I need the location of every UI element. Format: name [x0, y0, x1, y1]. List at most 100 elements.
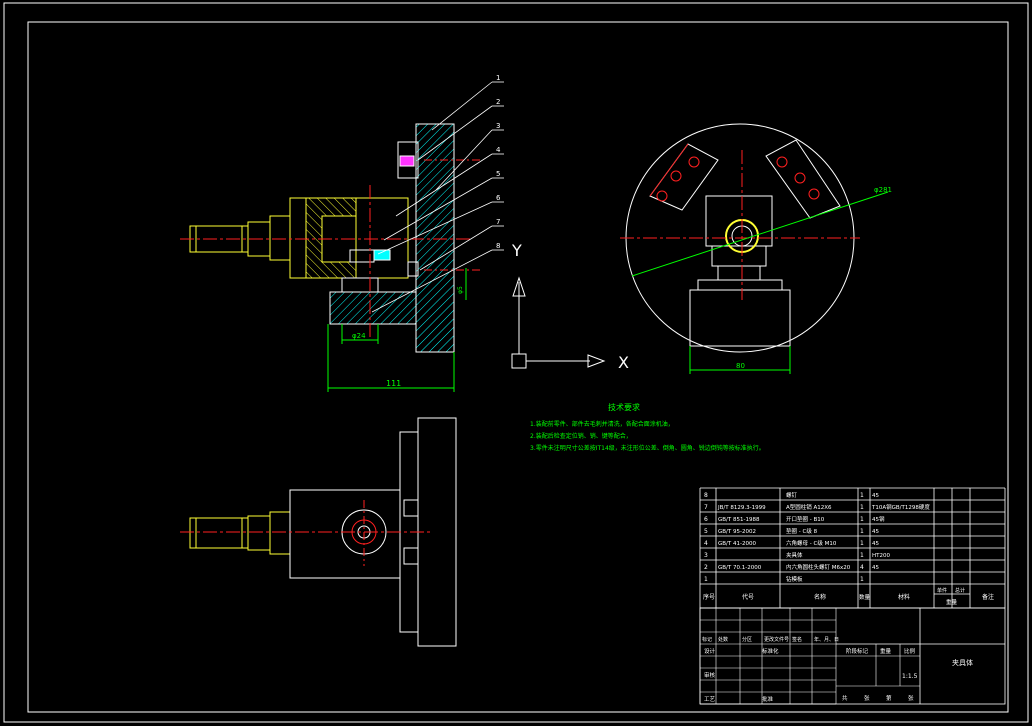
drawing-frame	[3, 2, 1029, 723]
part-balloon-8: 8	[496, 242, 500, 250]
bom-cell-name: 螺钉	[786, 491, 798, 499]
bom-cell-code: GB/T 41-2000	[718, 541, 756, 547]
title-block: 标记处数分区更改文件号签名年、月、日设计标准化审核工艺批准阶段标记重量比例1:1…	[699, 607, 1006, 705]
bom-cell-name: 内六角圆柱头螺钉 M6x20	[786, 563, 851, 571]
bom-cell-qty: 1	[860, 528, 864, 535]
front-section-view: 111 φ24 φ5 1 2 3 4 5 6 7 8	[180, 74, 504, 392]
title-sheets-1: 张	[864, 694, 870, 702]
leader-line	[435, 129, 493, 191]
part-balloon-3: 3	[496, 122, 500, 130]
leader-line	[377, 201, 493, 255]
part-balloon-7: 7	[496, 218, 500, 226]
dim-base-width: 80	[736, 362, 745, 370]
clamp-plate-section	[329, 123, 455, 353]
title-label-3: 更改文件号	[764, 636, 789, 643]
bom-cell-no: 4	[704, 540, 708, 547]
dim-flange-offset: φ5	[457, 286, 464, 294]
bom-cell-no: 5	[704, 528, 708, 535]
title-sheets-3: 张	[908, 694, 914, 702]
bom-cell-qty: 1	[860, 540, 864, 547]
axis-label-y: Y	[511, 241, 522, 260]
title-review: 审核	[704, 671, 716, 679]
title-sheets-2: 第	[886, 694, 892, 702]
bom-cell-no: 7	[704, 504, 708, 511]
bracket-section	[305, 197, 357, 279]
bom-cell-no: 1	[704, 576, 708, 583]
axis-label-x: X	[618, 353, 629, 372]
part-balloon-4: 4	[496, 146, 501, 154]
leader-line	[417, 105, 493, 161]
bom-header-total: 总计	[955, 587, 965, 594]
threaded-shaft	[189, 197, 409, 279]
bom-cell-code: GB/T 95-2002	[718, 529, 756, 535]
bom-cell-name: 开口垫圈 - B10	[786, 515, 825, 523]
dim-overall-width: 111	[386, 379, 401, 388]
tech-req-title: 技术要求	[608, 402, 640, 412]
ucs-axis-icon	[511, 276, 606, 369]
bom-cell-no: 8	[704, 492, 708, 499]
bom-cell-mat: 45	[872, 541, 879, 547]
part-balloon-2: 2	[496, 98, 500, 106]
bom-cell-name: 垫圈 - C级 8	[786, 527, 818, 535]
part-balloon-6: 6	[496, 194, 501, 202]
bom-cell-no: 3	[704, 552, 708, 559]
title-label-4: 签名	[792, 636, 802, 643]
part-balloons: 1 2 3 4 5 6 7 8	[371, 74, 504, 313]
bom-cell-qty: 4	[860, 564, 864, 571]
title-label-1: 处数	[718, 636, 728, 643]
leader-line	[395, 153, 493, 217]
bom-cell-name: 六角螺母 - C级 M10	[786, 539, 837, 547]
leader-line	[371, 249, 493, 313]
bom-header-no: 序号	[703, 593, 715, 601]
bom-header-qty: 数量	[859, 593, 871, 601]
plan-view	[180, 417, 457, 647]
tech-req-line-1: 1.装配前零件、部件去毛刺并清洗，各配合面涂机油，	[530, 420, 674, 428]
bom-cell-mat: HT200	[872, 553, 890, 559]
title-stage: 阶段标记	[846, 647, 869, 655]
leader-line	[419, 225, 493, 271]
leader-line	[383, 177, 493, 241]
bom-header-remark: 备注	[982, 593, 994, 601]
title-label-2: 分区	[742, 636, 752, 643]
bom-cell-code: GB/T 851-1988	[718, 517, 760, 523]
bom-header-mat: 材料	[898, 593, 910, 601]
bom-cell-qty: 1	[860, 576, 864, 583]
dim-bore-dia: φ24	[352, 332, 366, 340]
bom-cell-qty: 1	[860, 552, 864, 559]
leader-line	[431, 81, 493, 131]
bom-cell-qty: 1	[860, 492, 864, 499]
title-label-0: 标记	[702, 636, 712, 643]
bom-cell-mat: T10A钢GB/T1298硬度	[871, 503, 930, 511]
bom-cell-name: 夹具体	[786, 551, 803, 559]
part-balloon-5: 5	[496, 170, 500, 178]
bom-cell-mat: 45钢	[872, 515, 885, 523]
bom-cell-name: A型圆柱销 A12X6	[786, 503, 832, 511]
part-balloon-1: 1	[496, 74, 500, 82]
bom-cell-code: JB/T 8129.3-1999	[717, 505, 766, 511]
bom-cell-qty: 1	[860, 504, 864, 511]
title-scale: 1:1.5	[902, 673, 918, 680]
bom-cell-no: 2	[704, 564, 708, 571]
bom-header-weight: 重量	[946, 598, 958, 606]
bom-cell-mat: 45	[872, 493, 879, 499]
bom-cell-code: GB/T 70.1-2000	[718, 565, 762, 571]
bom-cell-name: 钻模板	[786, 575, 803, 583]
circular-plate-view	[620, 123, 889, 374]
title-label-5: 年、月、日	[814, 636, 839, 643]
bom-cell-qty: 1	[860, 516, 864, 523]
bom-header-single: 单件	[937, 587, 947, 594]
tech-req-line-3: 3.零件未注明尺寸公差按IT14级，未注形位公差、倒角、圆角、锐边倒钝等按标准执…	[530, 444, 765, 452]
title-process: 工艺	[704, 696, 716, 703]
bom-cell-no: 6	[704, 516, 708, 523]
bom-header-name: 名称	[814, 593, 826, 601]
dimension-lines	[327, 268, 467, 392]
title-approve: 批准	[762, 695, 774, 703]
title-ratio: 比例	[904, 647, 916, 655]
bom-header-code: 代号	[742, 593, 754, 601]
title-standard: 标准化	[762, 647, 779, 655]
bom-cell-mat: 45	[872, 565, 879, 571]
title-sheets-0: 共	[842, 694, 848, 702]
title-weight: 重量	[880, 647, 892, 655]
